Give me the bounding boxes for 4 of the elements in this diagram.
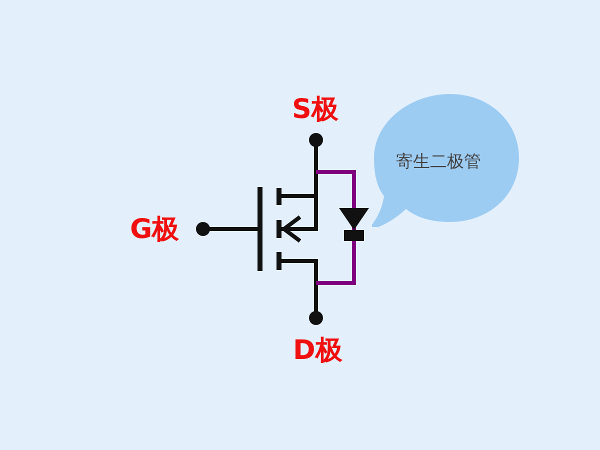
terminal-label: S极 [292, 96, 338, 123]
speech-bubble: 寄生二极管 [372, 92, 520, 227]
terminal-label: D极 [293, 337, 342, 364]
terminal-label: G极 [130, 216, 180, 243]
